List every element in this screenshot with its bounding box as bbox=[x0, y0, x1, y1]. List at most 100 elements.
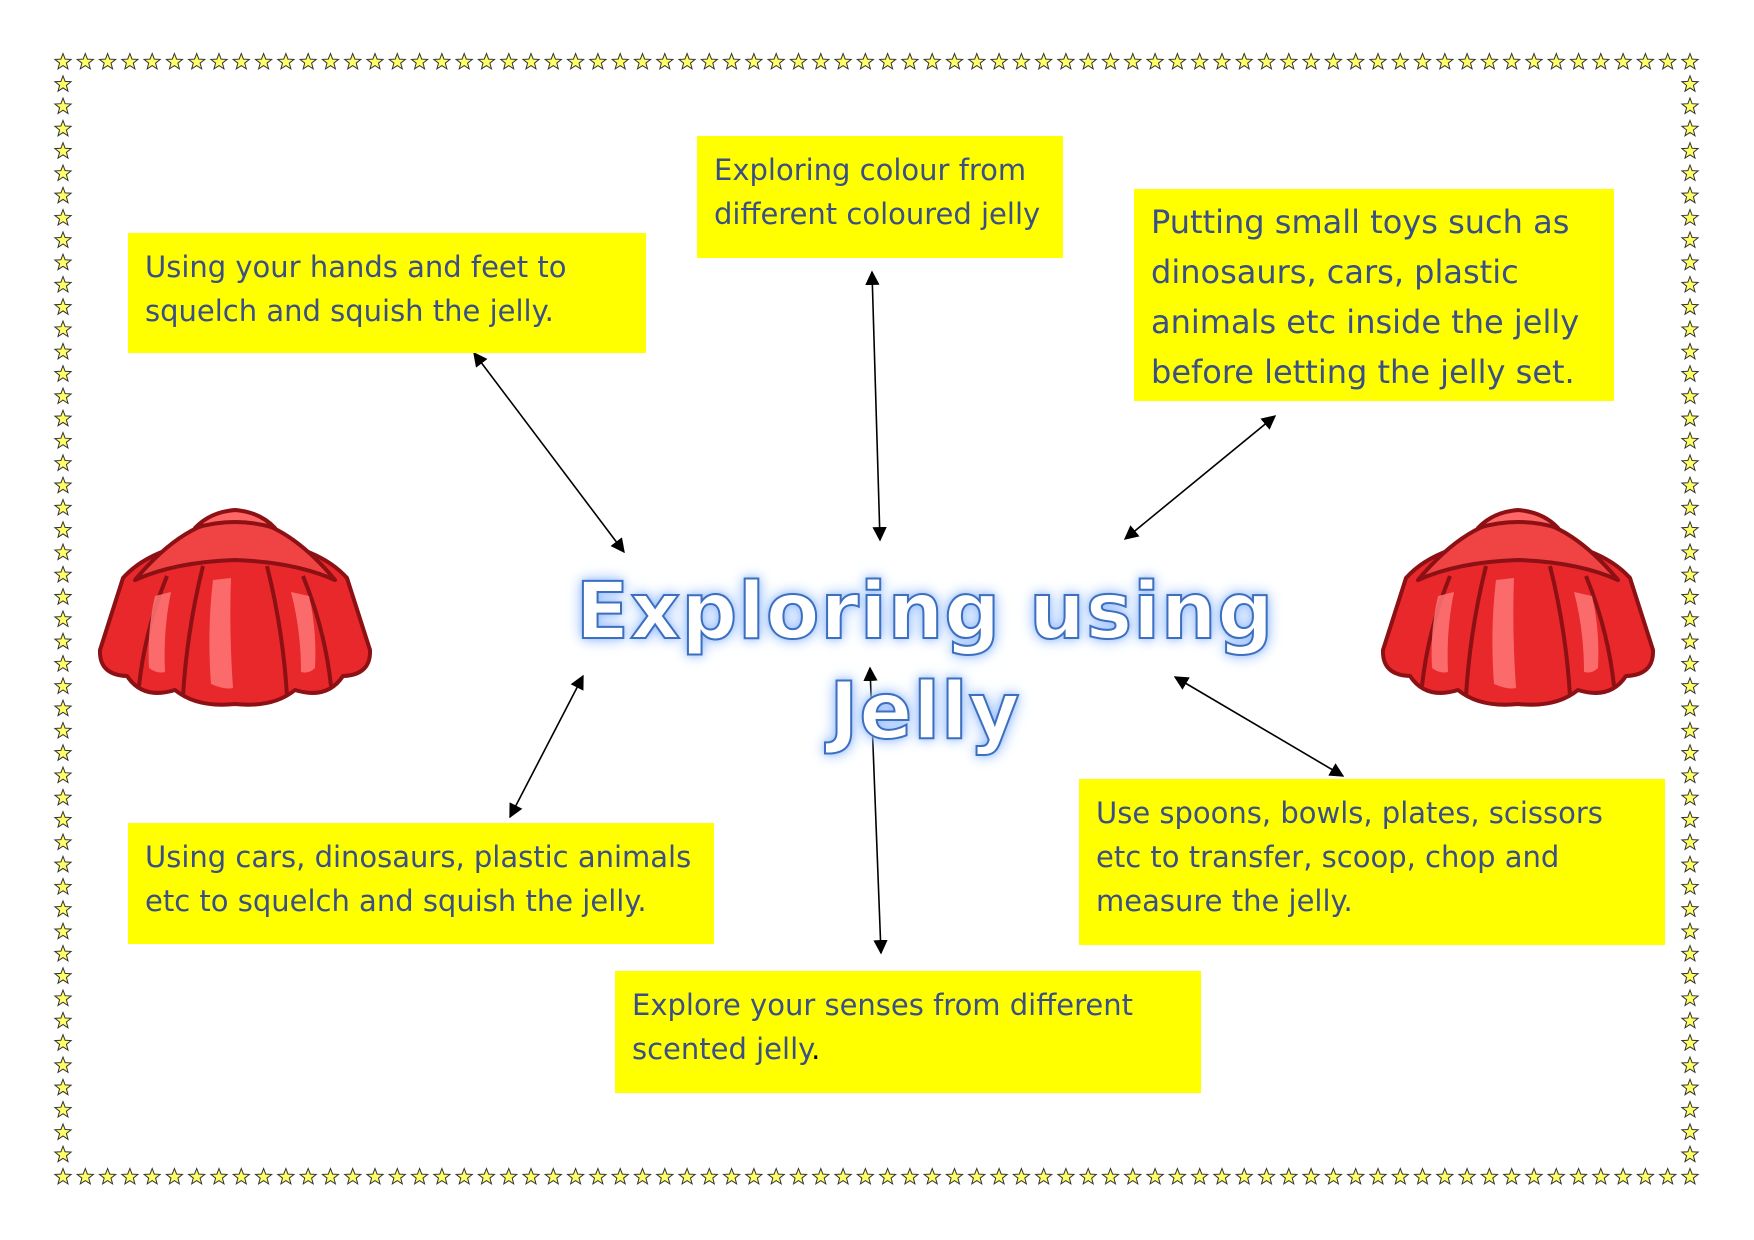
star-icon bbox=[633, 1167, 652, 1186]
star-icon bbox=[1680, 899, 1700, 918]
star-icon bbox=[1680, 832, 1700, 851]
box-colour-text: Exploring colour from different coloured… bbox=[714, 153, 1041, 231]
star-icon bbox=[53, 743, 73, 762]
star-icon bbox=[499, 52, 519, 71]
star-icon bbox=[387, 1167, 407, 1186]
star-icon bbox=[1212, 1167, 1232, 1186]
box-cars-dinosaurs: Using cars, dinosaurs, plastic animals e… bbox=[128, 823, 714, 944]
box-senses: Explore your senses from different scent… bbox=[615, 971, 1201, 1093]
star-icon bbox=[365, 52, 385, 71]
star-icon bbox=[120, 52, 140, 71]
star-icon bbox=[1680, 676, 1700, 695]
star-icon bbox=[1680, 854, 1700, 873]
star-icon bbox=[53, 1144, 73, 1163]
star-icon bbox=[1680, 587, 1700, 606]
star-icon bbox=[878, 52, 898, 71]
star-icon bbox=[833, 1167, 853, 1186]
star-icon bbox=[120, 1167, 140, 1186]
star-icon bbox=[1680, 877, 1700, 896]
star-icon bbox=[276, 52, 296, 71]
star-icon bbox=[900, 52, 920, 71]
star-icon bbox=[1167, 52, 1187, 71]
star-icon bbox=[1546, 1167, 1566, 1186]
star-icon bbox=[566, 1167, 586, 1186]
star-icon bbox=[521, 1167, 541, 1186]
arrow-hands-feet bbox=[473, 351, 625, 554]
star-icon bbox=[1323, 1167, 1343, 1186]
star-icon bbox=[1680, 921, 1700, 940]
star-icon bbox=[477, 1167, 496, 1186]
star-icon bbox=[53, 542, 73, 561]
star-icon bbox=[1479, 1167, 1499, 1186]
star-icon bbox=[53, 1055, 73, 1074]
star-icon bbox=[1680, 141, 1700, 160]
star-icon bbox=[1145, 52, 1165, 71]
arrow-utensils bbox=[1173, 676, 1345, 777]
arrow-small-toys bbox=[1123, 415, 1277, 540]
star-icon bbox=[75, 52, 95, 71]
star-icon bbox=[566, 52, 586, 71]
star-icon bbox=[343, 52, 363, 71]
star-icon bbox=[477, 52, 496, 71]
star-icon bbox=[1167, 1167, 1187, 1186]
star-icon bbox=[1234, 1167, 1254, 1186]
star-icon bbox=[1301, 1167, 1321, 1186]
star-icon bbox=[53, 1077, 73, 1096]
star-icon bbox=[855, 1167, 875, 1186]
star-icon bbox=[922, 52, 942, 71]
star-icon bbox=[53, 854, 73, 873]
star-icon bbox=[1680, 1144, 1700, 1163]
star-icon bbox=[53, 587, 73, 606]
star-icon bbox=[1413, 52, 1432, 71]
star-icon bbox=[53, 676, 73, 695]
star-icon bbox=[53, 431, 73, 450]
star-icon bbox=[1457, 1167, 1477, 1186]
jelly-mould-icon bbox=[1380, 508, 1656, 707]
star-icon bbox=[1680, 118, 1700, 137]
star-icon bbox=[321, 1167, 340, 1186]
star-icon bbox=[610, 1167, 630, 1186]
box-hands-feet: Using your hands and feet to squelch and… bbox=[128, 233, 646, 353]
star-icon bbox=[1056, 1167, 1076, 1186]
star-icon bbox=[53, 52, 73, 71]
star-icon bbox=[53, 564, 73, 583]
star-icon bbox=[1346, 52, 1366, 71]
star-icon bbox=[699, 1167, 719, 1186]
star-icon bbox=[1680, 631, 1700, 650]
arrow-senses bbox=[863, 666, 888, 955]
star-icon bbox=[543, 52, 563, 71]
star-icon bbox=[53, 408, 73, 427]
star-icon bbox=[1680, 988, 1700, 1007]
star-icon bbox=[410, 52, 430, 71]
star-icon bbox=[1680, 1010, 1700, 1029]
star-icon bbox=[53, 609, 73, 628]
star-icon bbox=[53, 810, 73, 829]
star-icon bbox=[1680, 408, 1700, 427]
box-cars-dinosaurs-text: Using cars, dinosaurs, plastic animals e… bbox=[145, 840, 692, 918]
star-icon bbox=[1680, 542, 1700, 561]
star-icon bbox=[53, 877, 73, 896]
star-icon bbox=[1680, 1077, 1700, 1096]
star-icon bbox=[1680, 185, 1700, 204]
star-icon bbox=[1680, 52, 1700, 71]
star-icon bbox=[53, 1167, 73, 1186]
star-icon bbox=[53, 1100, 73, 1119]
star-icon bbox=[53, 319, 73, 338]
star-icon bbox=[1680, 163, 1700, 182]
star-icon bbox=[1413, 1167, 1432, 1186]
star-icon bbox=[1658, 52, 1678, 71]
star-icon bbox=[53, 988, 73, 1007]
star-icon bbox=[1680, 431, 1700, 450]
star-icon bbox=[98, 1167, 118, 1186]
star-icon bbox=[878, 1167, 898, 1186]
star-icon bbox=[165, 1167, 184, 1186]
box-small-toys-text: Putting small toys such as dinosaurs, ca… bbox=[1151, 203, 1580, 391]
star-icon bbox=[142, 1167, 162, 1186]
star-icon bbox=[53, 765, 73, 784]
star-icon bbox=[1680, 698, 1700, 717]
star-icon bbox=[298, 52, 318, 71]
star-icon bbox=[53, 1033, 73, 1052]
star-icon bbox=[1011, 52, 1031, 71]
star-icon bbox=[1301, 52, 1321, 71]
